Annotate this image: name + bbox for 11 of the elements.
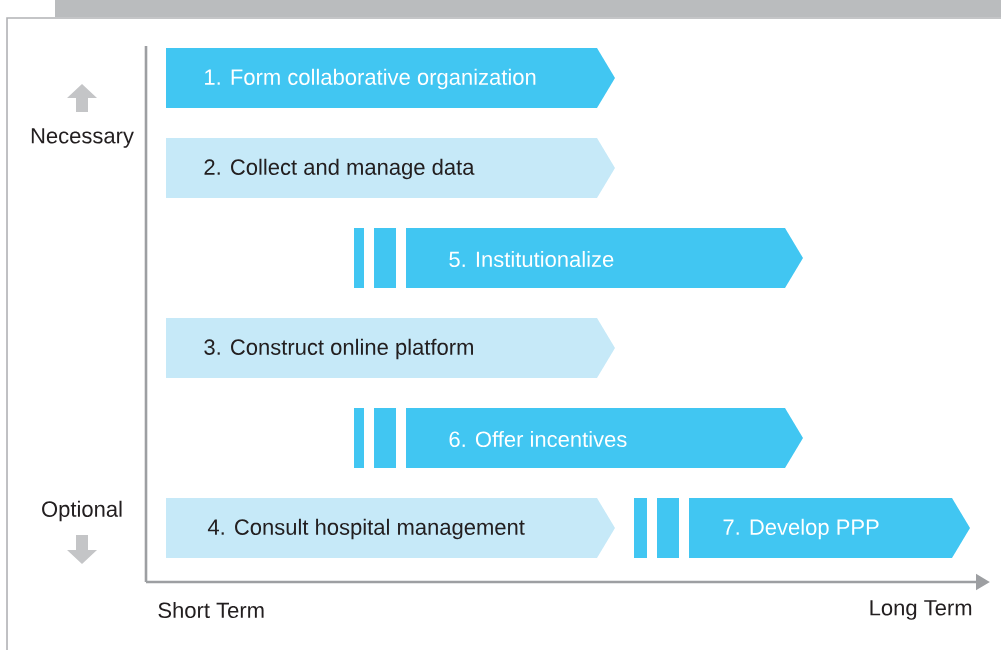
chevron-band: 7. Develop PPP [689,498,970,558]
chevron-band: 2. Collect and manage data [166,138,615,198]
chevron-band: 1. Form collaborative organization [166,48,615,108]
axis-label: Necessary [31,128,134,148]
chevron-band: 6. Offer incentives [406,408,803,468]
chevron-band: 5. Institutionalize [406,228,803,288]
axis-label: Short Term [158,601,264,619]
chevron-band: 3. Construct online platform [166,318,615,378]
chevron-band: 4. Consult hospital management [166,498,615,558]
axis-label: Long Term [870,600,972,620]
axis-label: Optional [42,500,122,522]
